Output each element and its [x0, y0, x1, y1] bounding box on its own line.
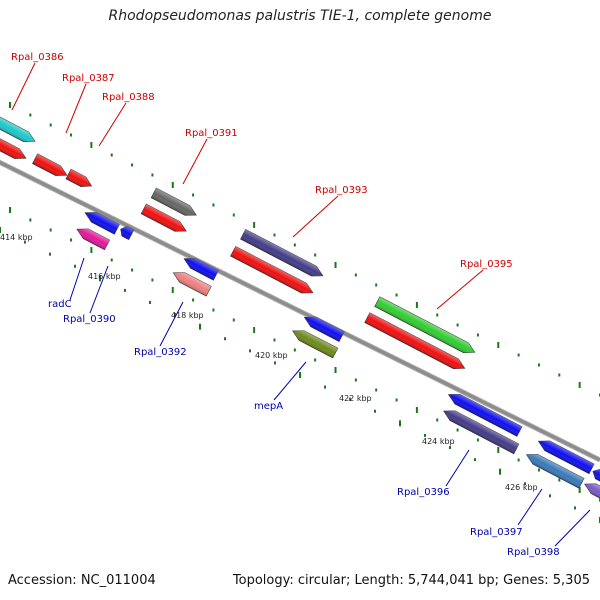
gene-arrow-rpal_0390[interactable] — [181, 254, 219, 281]
svg-text:Rpal_0397: Rpal_0397 — [470, 527, 523, 538]
svg-text:Rpal_0388: Rpal_0388 — [102, 92, 155, 103]
svg-text:Rpal_0395: Rpal_0395 — [460, 259, 513, 270]
gene-arrow-rpal0391-red[interactable] — [140, 203, 189, 236]
gene-label-rpal_0387: Rpal_0387 — [62, 73, 115, 134]
gene-arrow-rpal_0397[interactable] — [524, 450, 585, 489]
scale-label: 416 kbp — [88, 272, 121, 281]
gene-label-rpal_0386: Rpal_0386 — [11, 52, 64, 111]
gene-arrow-radc[interactable] — [74, 224, 111, 251]
scale-label: 418 kbp — [171, 311, 204, 320]
gene-label-rpal_0397: Rpal_0397 — [470, 488, 543, 538]
accession-text: Accession: NC_011004 — [8, 573, 156, 588]
gene-arrow-rpal_0388[interactable] — [65, 168, 94, 191]
gene-arrow-rpal0393-blue[interactable] — [302, 312, 345, 342]
gene-label-rpal_0390: Rpal_0390 — [63, 265, 116, 325]
map-title: Rhodopseudomonas palustris TIE-1, comple… — [108, 8, 492, 24]
svg-text:Rpal_0386: Rpal_0386 — [11, 52, 64, 63]
gene-arrow-rpal0398-blue[interactable] — [590, 466, 600, 484]
gene-arrow-rpal0389[interactable] — [82, 208, 120, 235]
gene-arrow-rpal_0398[interactable] — [582, 479, 600, 504]
gene-label-rpal_0393: Rpal_0393 — [292, 185, 368, 238]
svg-text:Rpal_0393: Rpal_0393 — [315, 185, 368, 196]
gene-arrow-rpal_0387[interactable] — [32, 153, 69, 180]
gene-arrow-rpal0386-red[interactable] — [0, 136, 29, 163]
gene-label-rpal_0388: Rpal_0388 — [98, 92, 155, 147]
gene-arrow-rpal_0396[interactable] — [441, 406, 520, 455]
gene-arrow-rpal_0393[interactable] — [240, 228, 326, 280]
gene-arrow-rpal_0395[interactable] — [374, 296, 478, 358]
gene-arrow-rpal0396-blue[interactable] — [446, 390, 523, 437]
genome-backbone-line — [0, 160, 600, 462]
gene-arrow-rpal0389b[interactable] — [118, 224, 135, 241]
svg-text:radC: radC — [48, 299, 72, 310]
scale-label: 422 kbp — [339, 394, 372, 403]
svg-text:Rpal_0391: Rpal_0391 — [185, 128, 238, 139]
gene-label-mepa: mepA — [254, 361, 307, 412]
gene-arrow-mepa[interactable] — [290, 326, 339, 359]
scale-label: 424 kbp — [422, 437, 455, 446]
gene-arrow-rpal_0391[interactable] — [150, 187, 199, 220]
scale-label: 426 kbp — [505, 483, 538, 492]
gene-label-radc: radC — [48, 257, 85, 310]
gene-arrow-rpal0395-red[interactable] — [364, 312, 468, 374]
svg-text:mepA: mepA — [254, 401, 283, 412]
gene-arrow-rpal0393-red[interactable] — [230, 245, 316, 297]
gene-label-rpal_0398: Rpal_0398 — [507, 509, 591, 558]
scale-label: 414 kbp — [0, 233, 33, 242]
gene-label-rpal_0396: Rpal_0396 — [397, 449, 470, 498]
scale-label: 420 kbp — [255, 351, 288, 360]
svg-text:Rpal_0398: Rpal_0398 — [507, 547, 560, 558]
topology-text: Topology: circular; Length: 5,744,041 bp… — [232, 573, 590, 588]
gene-label-rpal_0395: Rpal_0395 — [436, 259, 513, 310]
gene-label-rpal_0391: Rpal_0391 — [182, 128, 238, 185]
gene-arrow-rpal_0386[interactable] — [0, 115, 37, 147]
svg-text:Rpal_0390: Rpal_0390 — [63, 314, 116, 325]
svg-text:Rpal_0392: Rpal_0392 — [134, 347, 187, 358]
svg-text:Rpal_0387: Rpal_0387 — [62, 73, 115, 84]
gene-label-rpal_0392: Rpal_0392 — [134, 301, 187, 358]
gene-arrow-rpal0397-blue[interactable] — [536, 436, 595, 475]
svg-text:Rpal_0396: Rpal_0396 — [397, 487, 450, 498]
gene-arrow-rpal_0392[interactable] — [171, 268, 212, 297]
